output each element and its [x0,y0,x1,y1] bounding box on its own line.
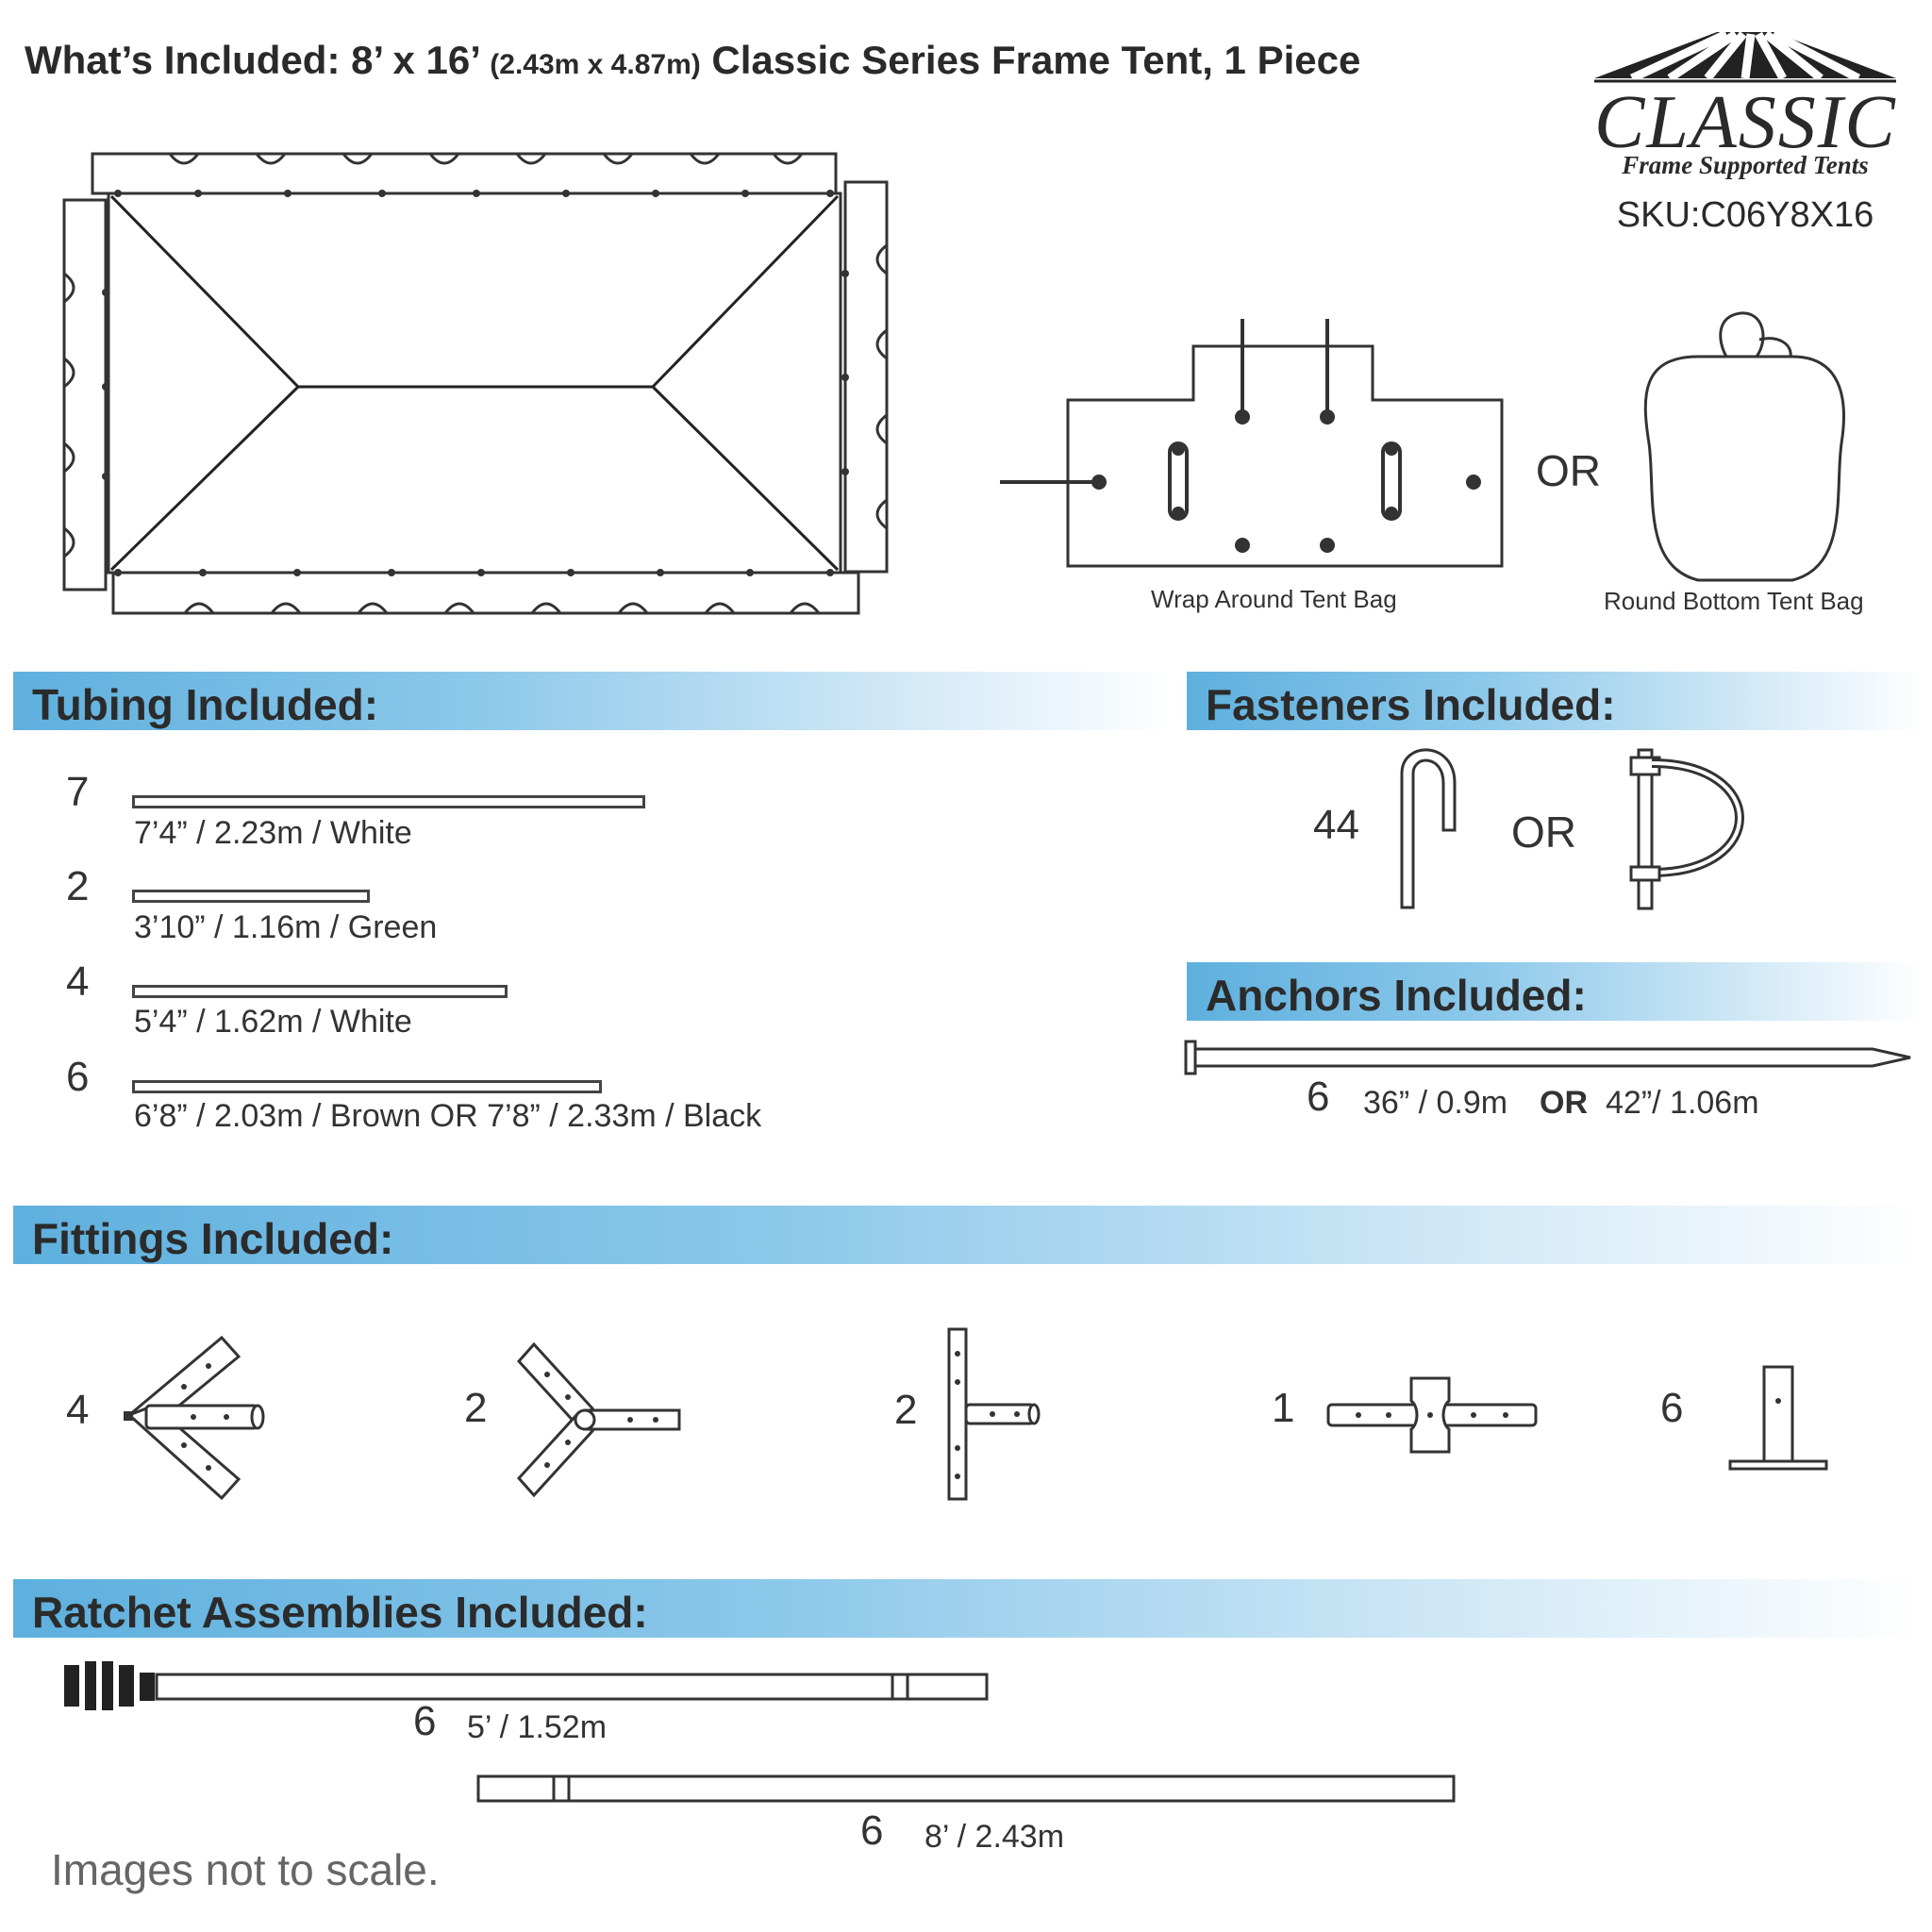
anchor-size-a: 36” / 0.9m [1363,1085,1508,1121]
bag-or-label: OR [1536,446,1601,495]
ratchet-strap-long-icon [476,1774,1456,1803]
tubing-section-header: Tubing Included: [13,672,1174,730]
corner-fitting-icon [124,1335,265,1501]
side-fitting-icon [516,1341,681,1498]
fastener-or-label: OR [1511,808,1576,857]
tube-bar-icon [132,795,645,808]
tube-qty: 7 [66,769,90,815]
fitting-qty: 2 [464,1385,488,1431]
tube-bar-icon [132,890,370,903]
fittings-heading: Fittings Included: [32,1214,394,1263]
wrap-around-bag-icon [1000,319,1504,568]
tube-qty: 4 [66,958,90,1005]
anchor-size-b: 42”/ 1.06m [1606,1085,1759,1121]
tee-fitting-icon [947,1327,1041,1501]
brand-wordmark: CLASSIC [1594,81,1897,164]
fasteners-heading: Fasteners Included: [1206,680,1616,729]
tube-label: 6’8” / 2.03m / Brown OR 7’8” / 2.33m / B… [134,1098,762,1134]
fasteners-section-header: Fasteners Included: [1187,672,1923,730]
brand-tagline: Frame Supported Tents [1622,151,1869,179]
j-stake-icon [1400,748,1457,909]
scale-note: Images not to scale. [51,1845,440,1894]
fastener-qty: 44 [1313,802,1359,848]
foot-plate-icon [1728,1365,1828,1471]
wrap-bag-label: Wrap Around Tent Bag [1151,585,1397,613]
hitch-pin-icon [1629,748,1744,910]
fitting-qty: 2 [894,1387,918,1433]
round-bottom-bag-icon [1643,311,1845,582]
ridge-fitting-icon [1326,1376,1538,1454]
tent-top-diagram-icon [62,152,889,615]
striped-awning-logo-icon [1594,29,1896,83]
ratchet-qty: 6 [860,1807,884,1854]
round-bag-label: Round Bottom Tent Bag [1604,587,1864,615]
sku-label: SKU:C06Y8X16 [1616,195,1874,235]
tube-label: 3’10” / 1.16m / Green [134,909,438,945]
fittings-section-header: Fittings Included: [13,1206,1919,1264]
ratchet-qty: 6 [413,1698,437,1744]
title-main: What’s Included: 8’ x 16’ [25,38,479,82]
anchor-qty: 6 [1307,1074,1330,1120]
ratchet-label: 8’ / 2.43m [924,1819,1065,1855]
ratchet-label: 5’ / 1.52m [467,1709,608,1745]
tube-qty: 2 [66,863,90,909]
anchors-heading: Anchors Included: [1206,971,1587,1020]
tubing-heading: Tubing Included: [32,680,379,729]
anchor-or-label: OR [1540,1085,1588,1121]
title-metric: (2.43m x 4.87m) [490,49,701,80]
tube-label: 7’4” / 2.23m / White [134,815,412,851]
tube-bar-icon [132,1080,602,1093]
tube-bar-icon [132,985,508,998]
title-rest: Classic Series Frame Tent, 1 Piece [711,38,1361,82]
fitting-qty: 1 [1272,1385,1295,1431]
fitting-qty: 6 [1660,1385,1684,1431]
ratchet-strap-icon [64,1661,989,1710]
ratchets-heading: Ratchet Assemblies Included: [32,1588,648,1637]
tube-qty: 6 [66,1054,90,1100]
anchor-stake-icon [1184,1040,1911,1075]
fitting-qty: 4 [66,1387,90,1433]
ratchets-section-header: Ratchet Assemblies Included: [13,1579,1919,1638]
page-title: What’s Included: 8’ x 16’ (2.43m x 4.87m… [25,38,1360,83]
anchors-section-header: Anchors Included: [1187,962,1923,1021]
tube-label: 5’4” / 1.62m / White [134,1004,412,1040]
